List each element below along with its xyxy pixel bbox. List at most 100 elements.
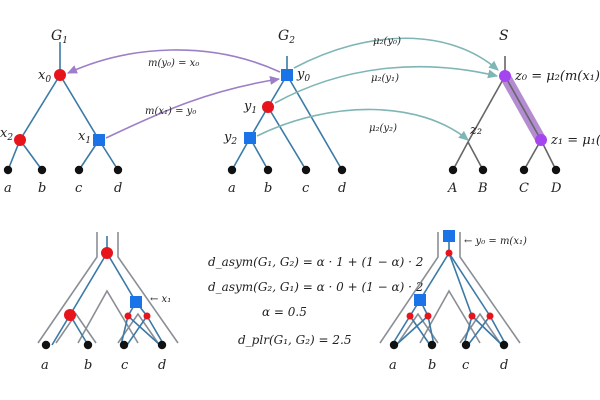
bl-x1-annotation: ← x₁ <box>150 294 171 305</box>
g2-leaf-label: b <box>264 181 272 196</box>
m-x1-arrow <box>105 75 281 139</box>
gene-edge <box>126 315 148 346</box>
bl-leaf <box>119 340 129 350</box>
mu2-y0-arrow <box>293 37 499 71</box>
g2-y2-label: y2 <box>223 130 237 147</box>
br-leaf-label: a <box>389 358 397 373</box>
s-edge <box>452 141 469 171</box>
tube-outline <box>77 289 139 344</box>
g1-leaf <box>113 165 123 175</box>
g1-x2-speciation-node <box>14 134 26 146</box>
mu2-y1-label: μ₂(y₁) <box>371 73 399 84</box>
s-edge <box>504 75 542 141</box>
gene-edge <box>419 252 450 301</box>
s-z1-label: z₁ = μ₁(x₁) <box>550 133 600 148</box>
br-leaf-label: b <box>428 358 436 373</box>
br-leaf <box>389 340 399 350</box>
g2-leaf <box>337 165 347 175</box>
mu2-y0-label: μ₂(y₀) <box>373 36 401 47</box>
mu2-y2-arrow <box>256 108 469 141</box>
bl-leaf-label: b <box>84 358 92 373</box>
bottom-left-species-tube <box>37 232 179 344</box>
g1-leaf-label: b <box>38 181 46 196</box>
g2-y0-label: y0 <box>296 67 310 84</box>
br-small-speciation-node <box>445 249 453 257</box>
br-y0-duplication-node <box>443 230 455 242</box>
g1-leaf <box>74 165 84 175</box>
tube-outline <box>37 232 98 344</box>
g2-leaf <box>301 165 311 175</box>
gene-edge <box>471 315 503 346</box>
s-leaves <box>448 165 561 175</box>
bl-leaf <box>41 340 51 350</box>
m-y0-arrow <box>66 49 281 74</box>
g1-leaves <box>3 165 123 175</box>
g2-leaf-label: a <box>228 181 236 196</box>
gene-edge <box>427 315 435 346</box>
tube-outline <box>55 312 97 344</box>
bl-small-speciation-node <box>143 312 151 320</box>
s-title: S <box>499 28 509 44</box>
g1-leaf-label: c <box>75 181 83 196</box>
gene-edge <box>448 252 491 317</box>
g2-leaf <box>263 165 273 175</box>
g2-edge <box>267 106 307 171</box>
g1-x0-speciation-node <box>54 69 66 81</box>
gene-edge <box>395 315 429 346</box>
s-z1-node <box>535 134 547 146</box>
br-leaves <box>389 340 509 350</box>
s-leaf <box>519 165 529 175</box>
gene-edge <box>467 315 491 346</box>
gene-edge <box>120 315 129 346</box>
s-edge <box>467 75 506 143</box>
gene-edge <box>489 315 507 346</box>
gene-edge <box>146 315 165 346</box>
bottom-right-gene-tree <box>391 236 507 346</box>
bl-leaf-label: a <box>41 358 49 373</box>
br-leaf-label: d <box>500 358 508 373</box>
g2-leaf <box>227 165 237 175</box>
g2-y1-label: y1 <box>243 99 257 116</box>
s-z2-label: z₂ <box>469 123 482 138</box>
g1-leaf <box>37 165 47 175</box>
gene-edge <box>463 315 473 346</box>
g2-y0-duplication-node <box>281 69 293 81</box>
bl-small-speciation-node <box>124 312 132 320</box>
gene-edge <box>69 252 108 316</box>
bl-speciation-node <box>101 247 113 259</box>
gene-edge <box>391 315 411 346</box>
g1-x0-label: x0 <box>38 68 51 85</box>
gene-edge <box>127 315 161 346</box>
br-leaf-label: c <box>462 358 470 373</box>
br-leaf <box>427 340 437 350</box>
br-small-speciation-node <box>406 312 414 320</box>
br-small-speciation-node <box>424 312 432 320</box>
g2-y2-duplication-node <box>244 132 256 144</box>
g1-leaf-label: a <box>4 181 12 196</box>
bl-speciation-node <box>64 309 76 321</box>
s-leaf-label: A <box>447 181 457 196</box>
g1-edge <box>59 74 100 141</box>
bl-leaves <box>41 340 167 350</box>
bl-leaf <box>83 340 93 350</box>
g1-x1-duplication-node <box>93 134 105 146</box>
mu2-y1-arrow <box>274 65 499 104</box>
g1-leaf-label: d <box>114 181 122 196</box>
tube-outline <box>117 232 179 344</box>
g2-y1-speciation-node <box>262 101 274 113</box>
bl-leaf <box>157 340 167 350</box>
br-leaf <box>499 340 509 350</box>
tube-outline <box>459 232 521 344</box>
s-edge <box>467 141 484 171</box>
mu2-y2-label: μ₂(y₂) <box>369 123 397 134</box>
g2-leaves <box>227 165 347 175</box>
s-leaf <box>448 165 458 175</box>
equation: d_asym(G₂, G₁) = α · 0 + (1 − α) · 2 <box>208 280 423 294</box>
gene-edge <box>448 252 473 317</box>
g2-edge <box>286 74 343 171</box>
s-leaf-label: C <box>519 181 529 196</box>
g1-edge <box>19 139 43 171</box>
g1-x2-label: x2 <box>0 126 13 143</box>
